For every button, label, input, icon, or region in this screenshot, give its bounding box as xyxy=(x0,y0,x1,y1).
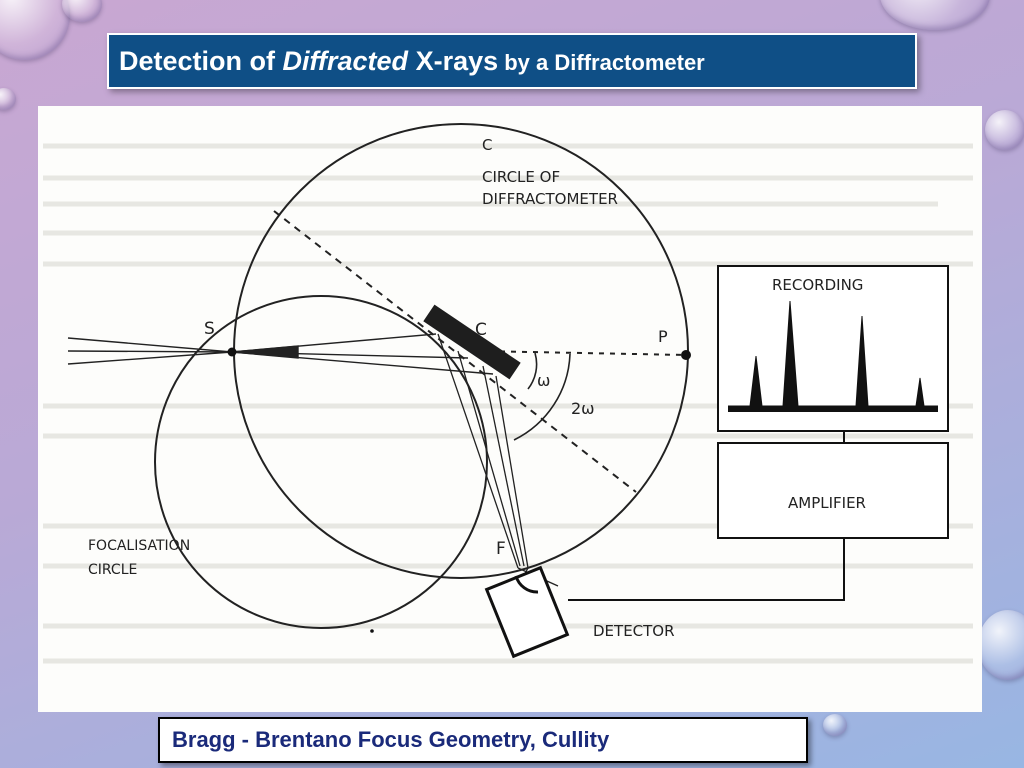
label-c-top: C xyxy=(482,136,492,154)
recording-trace xyxy=(728,300,938,407)
label-recording: RECORDING xyxy=(772,276,863,294)
figure-caption: Bragg - Brentano Focus Geometry, Cullity xyxy=(158,717,808,763)
water-drop-decoration xyxy=(823,714,847,736)
amplifier-box xyxy=(717,442,949,539)
label-circle-of: CIRCLE OF xyxy=(482,168,560,186)
sample-crystal xyxy=(423,304,521,380)
water-drop-decoration xyxy=(0,88,16,110)
label-two-omega: 2ω xyxy=(571,399,595,418)
title-subtext: by a Diffractometer xyxy=(498,50,705,75)
detector-slit xyxy=(514,575,539,594)
normal-dashed-line xyxy=(273,210,637,493)
label-diffractometer: DIFFRACTOMETER xyxy=(482,190,618,208)
water-drop-decoration xyxy=(978,610,1024,680)
label-focalisation: FOCALISATION xyxy=(88,538,190,554)
source-point-s xyxy=(227,347,237,357)
focalisation-circle xyxy=(154,295,488,629)
slide-title: Detection of Diffracted X-rays by a Diff… xyxy=(107,33,917,89)
label-omega: ω xyxy=(537,371,550,390)
detector-cable xyxy=(568,538,845,601)
label-detector: DETECTOR xyxy=(593,622,675,640)
water-drop-decoration xyxy=(880,0,990,30)
omega-arc xyxy=(527,352,538,390)
label-p: P xyxy=(658,327,668,346)
two-omega-arc xyxy=(513,353,571,441)
title-text: Detection of xyxy=(119,46,283,76)
label-amplifier: AMPLIFIER xyxy=(788,494,866,512)
diffractometer-circle xyxy=(233,123,689,579)
label-circle: CIRCLE xyxy=(88,562,137,578)
water-drop-decoration xyxy=(0,0,70,60)
diffractometer-diagram: C CIRCLE OF DIFFRACTOMETER S C P ω 2ω F … xyxy=(38,106,982,712)
diagram-svg: C CIRCLE OF DIFFRACTOMETER S C P ω 2ω F … xyxy=(43,123,973,664)
title-italic-text: Diffracted xyxy=(282,46,409,76)
label-c-center: C xyxy=(475,320,487,340)
focal-center-dot xyxy=(370,629,374,633)
label-s: S xyxy=(204,319,215,339)
water-drop-decoration xyxy=(985,110,1024,150)
water-drop-decoration xyxy=(62,0,102,22)
detector-box xyxy=(484,565,570,659)
title-text: X-rays xyxy=(408,46,499,76)
label-f: F xyxy=(496,539,506,559)
direct-beam-dashed-line xyxy=(477,350,687,356)
point-p xyxy=(681,350,691,360)
incident-beam xyxy=(67,333,494,375)
